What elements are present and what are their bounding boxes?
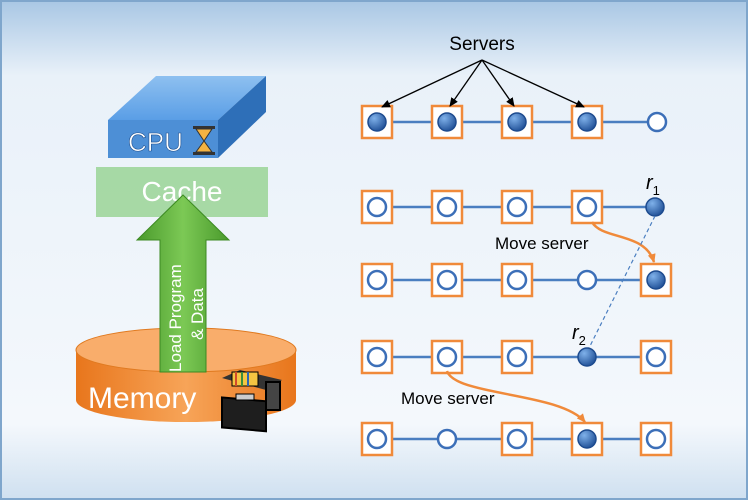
server-node [437,112,457,132]
server-row-3 [360,262,673,298]
empty-node [506,428,528,450]
move-arrow-1 [590,221,656,263]
arrow-label-line1: Load Program [166,264,185,372]
request-node-r2 [577,347,597,367]
server-node [577,429,597,449]
empty-node [576,196,598,218]
empty-node [506,269,528,291]
server-row-5 [360,421,673,457]
empty-node [506,196,528,218]
empty-node [436,269,458,291]
move-arrow-2 [445,370,586,423]
empty-node [436,346,458,368]
server-node [577,112,597,132]
dashed-connector [587,215,656,351]
empty-node [366,196,388,218]
request-node-r1 [645,197,665,217]
servers-pointer-arrows [381,59,585,108]
file-cabinet-icon [221,370,282,433]
empty-node [436,428,458,450]
move-server-label-1: Move server [495,234,589,253]
server-row-1 [360,104,668,140]
empty-node [366,428,388,450]
empty-node [645,346,667,368]
memory-label: Memory [88,382,196,415]
empty-node [436,196,458,218]
server-row-4 [360,339,673,375]
empty-node [645,428,667,450]
hourglass-icon [193,126,215,155]
request-label-r1: r1 [646,172,660,198]
empty-node [366,269,388,291]
empty-node [646,111,668,133]
server-row-2 [360,189,665,225]
empty-node [576,269,598,291]
servers-label: Servers [449,34,514,55]
server-node [507,112,527,132]
server-node [367,112,387,132]
cpu-label: CPU [128,127,183,157]
empty-node [366,346,388,368]
move-server-label-2: Move server [401,389,495,408]
server-node [646,270,666,290]
request-label-r2: r2 [572,322,586,348]
empty-node [506,346,528,368]
arrow-label-line2: & Data [188,287,207,340]
load-arrow [135,194,231,373]
